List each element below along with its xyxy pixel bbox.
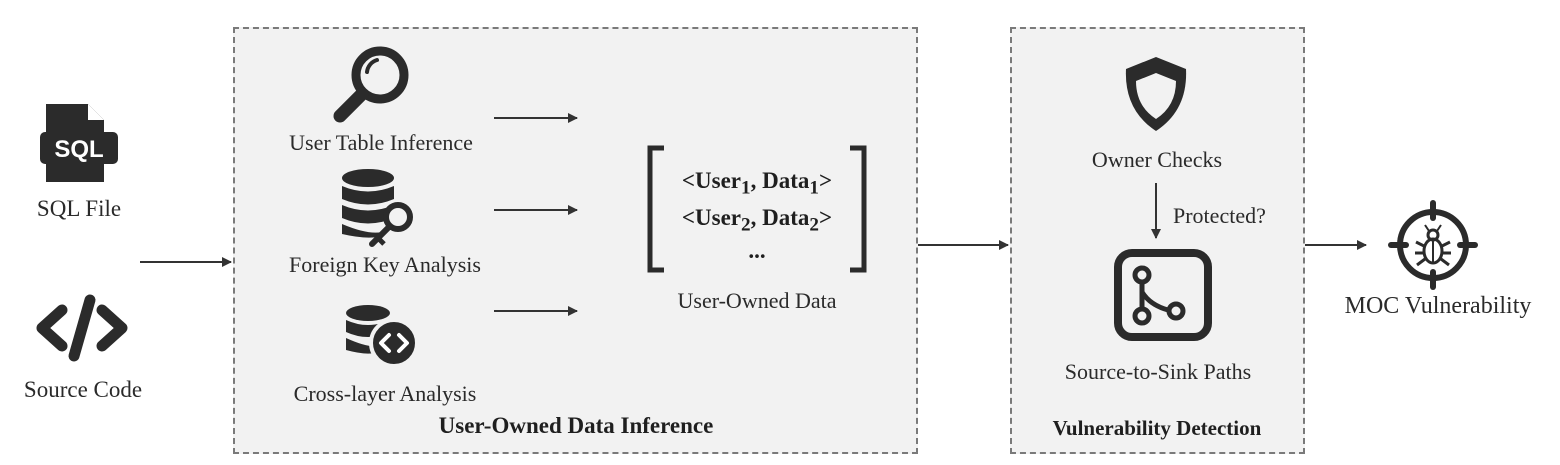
user-data-tuple-2: <User2, Data2> (681, 205, 833, 236)
tuple-2-separator: , (750, 205, 763, 230)
branch-path-icon (1114, 249, 1212, 341)
user-data-tuple-1: <User1, Data1> (681, 168, 833, 199)
foreign-key-analysis-label: Foreign Key Analysis (289, 252, 481, 277)
code-icon (36, 294, 128, 362)
sql-icon-text: SQL (54, 136, 103, 163)
tuple-1-data-subscript: 1 (809, 177, 819, 199)
moc-vulnerability-label: MOC Vulnerability (1344, 293, 1532, 319)
tuple-2-user-subscript: 2 (741, 214, 751, 236)
protected-question-label: Protected? (1173, 203, 1266, 228)
right-bracket (850, 145, 867, 273)
bug-target-icon (1388, 200, 1478, 290)
tuple-1-separator: , (750, 168, 763, 193)
inference-panel-title: User-Owned Data Inference (438, 413, 714, 438)
tuple-ellipsis: ... (748, 238, 766, 263)
left-bracket (647, 145, 664, 273)
sql-file-label: SQL File (36, 196, 122, 221)
magnifier-icon (333, 46, 409, 123)
tuple-2-user: User (695, 205, 742, 230)
user-owned-data-label: User-Owned Data (677, 288, 837, 313)
tuple-2-data: Data (762, 205, 810, 230)
tuple-1-data: Data (762, 168, 810, 193)
sql-file-icon: SQL (40, 104, 118, 182)
detection-panel-title: Vulnerability Detection (1052, 416, 1262, 440)
tuple-2-data-subscript: 2 (809, 214, 819, 236)
cross-layer-analysis-label: Cross-layer Analysis (293, 381, 477, 406)
tuple-1-user-subscript: 1 (741, 177, 751, 199)
owner-checks-label: Owner Checks (1091, 147, 1223, 172)
shield-icon (1125, 57, 1187, 131)
user-table-inference-label: User Table Inference (289, 130, 473, 155)
tuple-1-user: User (695, 168, 742, 193)
database-code-icon (346, 305, 419, 368)
user-owned-data-inference-panel (233, 27, 918, 454)
source-to-sink-paths-label: Source-to-Sink Paths (1064, 359, 1252, 384)
source-code-label: Source Code (23, 377, 143, 402)
database-key-icon (342, 169, 413, 247)
